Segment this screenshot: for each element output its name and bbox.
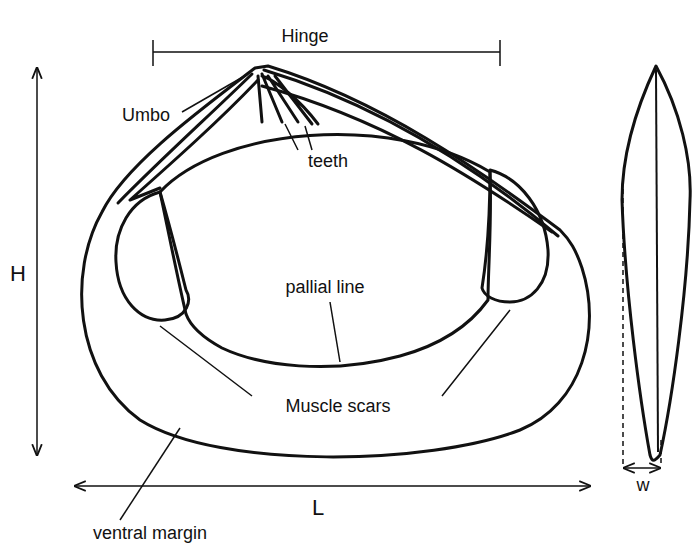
part-label: Umbo bbox=[120, 106, 172, 126]
dimension-label: H bbox=[8, 262, 28, 286]
pallial-line bbox=[160, 135, 491, 367]
part-label: teeth bbox=[306, 152, 350, 172]
commissure-line bbox=[656, 70, 658, 452]
dimension-label: w bbox=[635, 476, 652, 496]
part-label: ventral margin bbox=[91, 524, 209, 544]
leader-line bbox=[182, 74, 248, 112]
dimension-label: L bbox=[310, 496, 326, 520]
leader-line bbox=[160, 310, 510, 396]
hinge-plate bbox=[118, 74, 252, 203]
leader-line bbox=[330, 302, 340, 362]
part-label: pallial line bbox=[283, 278, 366, 298]
hinge-teeth bbox=[258, 74, 318, 124]
muscle-scar bbox=[116, 192, 189, 320]
leader-line bbox=[120, 428, 180, 520]
hinge-plate bbox=[264, 70, 558, 236]
dimension-arrow bbox=[36, 68, 38, 455]
leader-line bbox=[285, 124, 312, 150]
hinge-plate bbox=[130, 80, 258, 200]
part-label: Muscle scars bbox=[283, 397, 392, 417]
dimension-arrow bbox=[75, 485, 590, 487]
shell-side-view bbox=[622, 66, 690, 460]
dimension-arrow bbox=[624, 467, 660, 469]
part-label: Hinge bbox=[279, 27, 330, 47]
muscle-scar bbox=[482, 170, 548, 302]
shell-outline bbox=[82, 66, 590, 457]
dashed-guide bbox=[623, 180, 661, 466]
